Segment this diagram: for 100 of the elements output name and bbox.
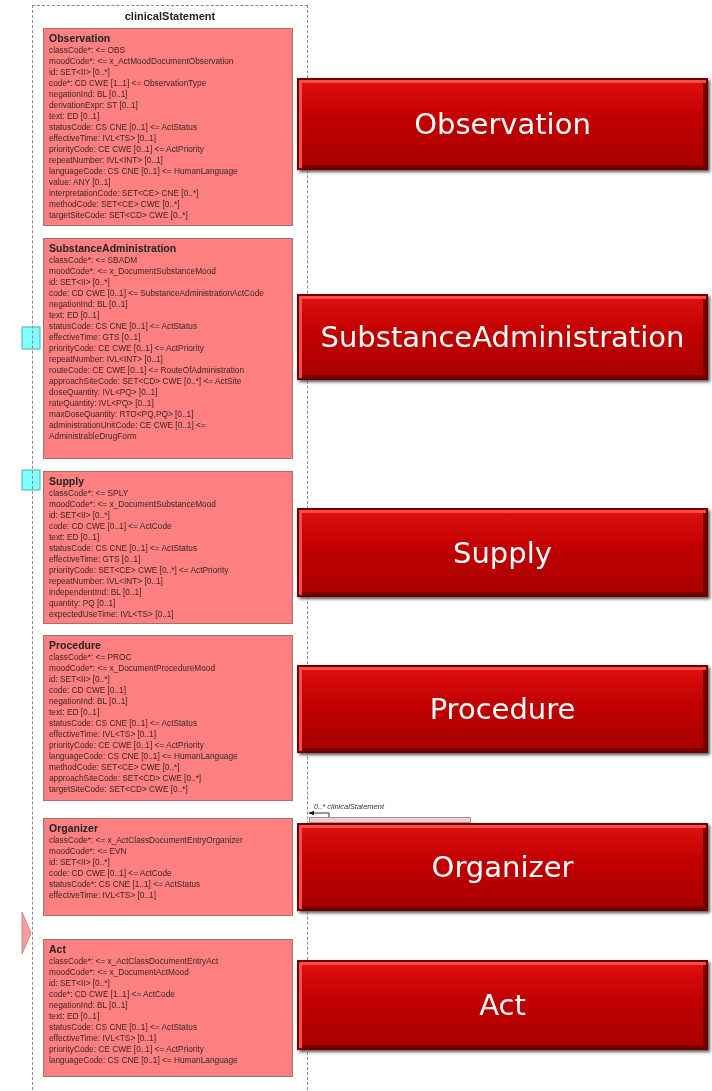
attribute-text: effectiveTime: IVL<TS> [0..1]	[49, 133, 156, 144]
attribute-text: expectedUseTime: IVL<TS> [0..1]	[49, 609, 174, 620]
attribute-text: languageCode: CS CNE [0..1] <= HumanLanguage	[49, 166, 238, 177]
attribute-text: code: CD CWE [0..1]	[49, 685, 126, 696]
attribute-text: id: SET<II> [0..*]	[49, 510, 110, 521]
attribute-text: doseQuantity: IVL<PQ> [0..1]	[49, 387, 158, 398]
attribute-text: statusCode: CS CNE [0..1] <= ActStatus	[49, 1022, 198, 1033]
class-name: Supply	[49, 475, 84, 488]
attribute-text: text: ED [0..1]	[49, 532, 100, 543]
class-box	[43, 238, 293, 459]
attribute-text: approachSiteCode: SET<CD> CWE [0..*] <= ActSite	[49, 376, 242, 387]
attribute-text: moodCode*: <= x_DocumentSubstanceMood	[49, 266, 216, 277]
attribute-text: id: SET<II> [0..*]	[49, 857, 110, 868]
title-banner	[297, 508, 708, 597]
attribute-text: classCode*: <= SBADM	[49, 255, 138, 266]
attribute-text: methodCode: SET<CE> CWE [0..*]	[49, 199, 180, 210]
attribute-text: administrationUnitCode: CE CWE [0..1] <= AdministrableDrugForm	[49, 420, 207, 442]
class-box	[43, 28, 293, 226]
attribute-text: classCode*: <= SPLY	[49, 488, 129, 499]
class-name: Organizer	[49, 822, 98, 835]
attribute-text: id: SET<II> [0..*]	[49, 978, 110, 989]
class-name: SubstanceAdministration	[49, 242, 177, 255]
class-name: Procedure	[49, 639, 101, 652]
attribute-text: code*: CD CWE [1..1] <= ObservationType	[49, 78, 207, 89]
attribute-text: priorityCode: SET<CE> CWE [0..*] <= ActPriority	[49, 565, 229, 576]
attribute-text: approachSiteCode: SET<CD> CWE [0..*]	[49, 773, 202, 784]
banner-text: Organizer	[431, 850, 574, 884]
attribute-text: interpretationCode: SET<CE> CNE [0..*]	[49, 188, 199, 199]
attribute-text: independentInd: BL [0..1]	[49, 587, 142, 598]
attribute-text: moodCode*: <= x_ActMoodDocumentObservation	[49, 56, 234, 67]
attribute-text: effectiveTime: IVL<TS> [0..1]	[49, 729, 156, 740]
class-box	[43, 818, 293, 916]
banner-text: Act	[479, 988, 526, 1022]
title-banner	[297, 960, 708, 1050]
title-banner	[297, 78, 708, 170]
association-arrow	[308, 810, 330, 818]
attribute-text: methodCode: SET<CE> CWE [0..*]	[49, 762, 180, 773]
attribute-text: statusCode: CS CNE [0..1] <= ActStatus	[49, 321, 198, 332]
attribute-text: moodCode*: <= x_DocumentSubstanceMood	[49, 499, 216, 510]
attribute-text: negationInd: BL [0..1]	[49, 696, 128, 707]
attribute-text: statusCode: CS CNE [0..1] <= ActStatus	[49, 122, 198, 133]
class-name: Observation	[49, 32, 111, 45]
attribute-text: negationInd: BL [0..1]	[49, 1000, 128, 1011]
banner-text: SubstanceAdministration	[320, 320, 685, 354]
attribute-text: code*: CD CWE [1..1] <= ActCode	[49, 989, 175, 1000]
attribute-text: statusCode: CS CNE [0..1] <= ActStatus	[49, 543, 198, 554]
attribute-text: text: ED [0..1]	[49, 707, 100, 718]
attribute-text: classCode*: <= OBS	[49, 45, 126, 56]
attribute-text: quantity: PQ [0..1]	[49, 598, 116, 609]
banner-text: Supply	[453, 535, 552, 570]
package-frame	[32, 5, 308, 1091]
attribute-text: code: CD CWE [0..1] <= ActCode	[49, 868, 172, 879]
attribute-text: classCode*: <= PROC	[49, 652, 132, 663]
attribute-text: targetSiteCode: SET<CD> CWE [0..*]	[49, 210, 188, 221]
package-title: clinicalStatement	[123, 10, 217, 22]
attribute-text: id: SET<II> [0..*]	[49, 277, 110, 288]
banner-text: Observation	[414, 107, 591, 141]
attribute-text: id: SET<II> [0..*]	[49, 67, 110, 78]
banner-text: Procedure	[429, 692, 576, 726]
attribute-text: effectiveTime: IVL<TS> [0..1]	[49, 1033, 156, 1044]
attribute-text: statusCode*: CS CNE [1..1] <= ActStatus	[49, 879, 201, 890]
class-name: Act	[49, 943, 66, 956]
attribute-text: priorityCode: CE CWE [0..1] <= ActPriority	[49, 1044, 204, 1055]
attribute-text: priorityCode: CE CWE [0..1] <= ActPriority	[49, 740, 204, 751]
attribute-text: priorityCode: CE CWE [0..1] <= ActPriority	[49, 144, 204, 155]
attribute-text: derivationExpr: ST [0..1]	[49, 100, 138, 111]
attribute-text: effectiveTime: IVL<TS> [0..1]	[49, 890, 156, 901]
attribute-text: value: ANY [0..1]	[49, 177, 111, 188]
attribute-text: statusCode: CS CNE [0..1] <= ActStatus	[49, 718, 198, 729]
attribute-text: languageCode: CS CNE [0..1] <= HumanLanguage	[49, 751, 238, 762]
attribute-text: targetSiteCode: SET<CD> CWE [0..*]	[49, 784, 188, 795]
attribute-text: text: ED [0..1]	[49, 310, 100, 321]
attribute-text: code: CD CWE [0..1] <= ActCode	[49, 521, 172, 532]
attribute-text: rateQuantity: IVL<PQ> [0..1]	[49, 398, 154, 409]
attribute-text: classCode*: <= x_ActClassDocumentEntryOrganizer	[49, 835, 243, 846]
attribute-text: effectiveTime: GTS [0..1]	[49, 332, 141, 343]
attribute-text: repeatNumber: IVL<INT> [0..1]	[49, 576, 163, 587]
attribute-text: negationInd: BL [0..1]	[49, 89, 128, 100]
attribute-text: id: SET<II> [0..*]	[49, 674, 110, 685]
class-box	[43, 939, 293, 1077]
attribute-text: classCode*: <= x_ActClassDocumentEntryAct	[49, 956, 219, 967]
attribute-text: moodCode*: <= x_DocumentProcedureMood	[49, 663, 216, 674]
attribute-text: effectiveTime: GTS [0..1]	[49, 554, 141, 565]
title-banner	[297, 294, 708, 380]
class-box	[43, 635, 293, 801]
attribute-text: text: ED [0..1]	[49, 1011, 100, 1022]
attribute-text: code: CD CWE [0..1] <= SubstanceAdministrationActCode	[49, 288, 264, 299]
attribute-text: routeCode: CE CWE [0..1] <= RouteOfAdministration	[49, 365, 245, 376]
title-banner	[297, 823, 708, 911]
attribute-text: languageCode: CS CNE [0..1] <= HumanLanguage	[49, 1055, 238, 1066]
class-box	[43, 471, 293, 624]
attribute-text: text: ED [0..1]	[49, 111, 100, 122]
attribute-text: moodCode*: <= EVN	[49, 846, 127, 857]
attribute-text: repeatNumber: IVL<INT> [0..1]	[49, 354, 163, 365]
attribute-text: moodCode*: <= x_DocumentActMood	[49, 967, 189, 978]
class-box	[309, 817, 471, 823]
attribute-text: priorityCode: CE CWE [0..1] <= ActPriority	[49, 343, 204, 354]
title-banner	[297, 665, 708, 753]
attribute-text: maxDoseQuantity: RTO<PQ,PQ> [0..1]	[49, 409, 194, 420]
attribute-text: repeatNumber: IVL<INT> [0..1]	[49, 155, 163, 166]
